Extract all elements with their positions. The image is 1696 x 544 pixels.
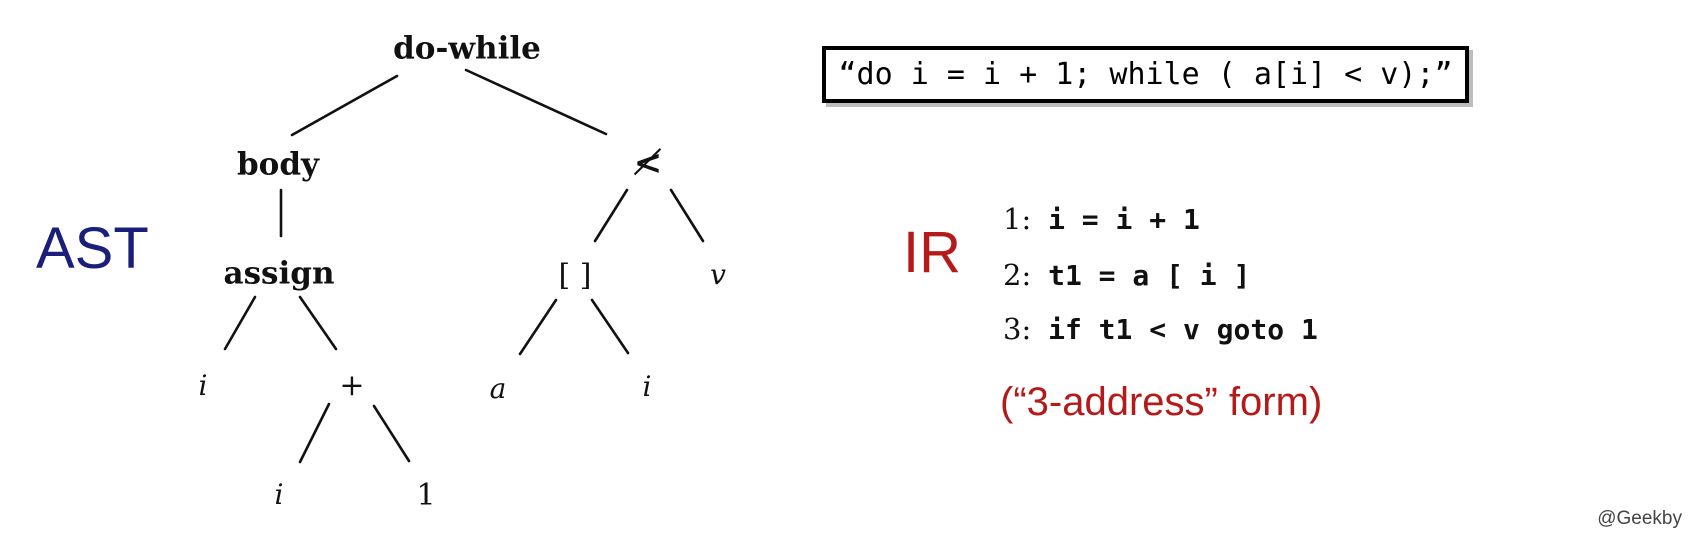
- edge-notless-v: [669, 188, 705, 243]
- edge-index-a: [518, 298, 558, 356]
- ast-node-not-less: ≮: [633, 143, 663, 183]
- source-code-box: “do i = i + 1; while ( a[i] < v);”: [822, 46, 1469, 103]
- edge-assign-i: [223, 295, 257, 351]
- edge-plus-one: [372, 404, 411, 463]
- ast-node-i-bottom: i: [274, 478, 284, 511]
- ir-line-3: 3: if t1 < v goto 1: [1003, 312, 1318, 346]
- ast-node-a: a: [489, 372, 507, 405]
- ir-line-code: i = i + 1: [1048, 203, 1200, 236]
- ir-line-number: 2:: [1003, 258, 1032, 292]
- ir-label: IR: [903, 220, 961, 285]
- ast-node-i-right: i: [642, 370, 652, 403]
- ir-line-number: 3:: [1003, 312, 1032, 346]
- ast-node-plus: +: [339, 368, 365, 403]
- ir-line-number: 1:: [1003, 202, 1032, 236]
- ast-node-i-left: i: [198, 369, 208, 402]
- ir-form-note: (“3-address” form): [1000, 380, 1323, 424]
- ir-line-2: 2: t1 = a [ i ]: [1003, 258, 1250, 292]
- edge-assign-plus: [298, 295, 338, 351]
- ast-node-assign: assign: [223, 255, 335, 292]
- watermark: @Geekby: [1597, 508, 1682, 529]
- ir-line-code: t1 = a [ i ]: [1048, 259, 1251, 292]
- source-code-text: “do i = i + 1; while ( a[i] < v);”: [838, 57, 1453, 92]
- ast-node-index: [ ]: [558, 258, 592, 293]
- edge-index-i: [590, 298, 630, 355]
- ast-node-do-while: do-while: [393, 30, 541, 67]
- edge-dowhile-body: [290, 74, 399, 137]
- ast-label: AST: [36, 216, 149, 281]
- edge-dowhile-notless: [464, 68, 608, 136]
- ir-line-1: 1: i = i + 1: [1003, 202, 1200, 236]
- edge-plus-i: [298, 402, 331, 464]
- ir-line-code: if t1 < v goto 1: [1048, 313, 1318, 346]
- ast-node-one: 1: [416, 478, 436, 513]
- ast-node-v: v: [710, 258, 726, 291]
- ast-node-body: body: [236, 146, 320, 183]
- edge-notless-index: [593, 188, 629, 243]
